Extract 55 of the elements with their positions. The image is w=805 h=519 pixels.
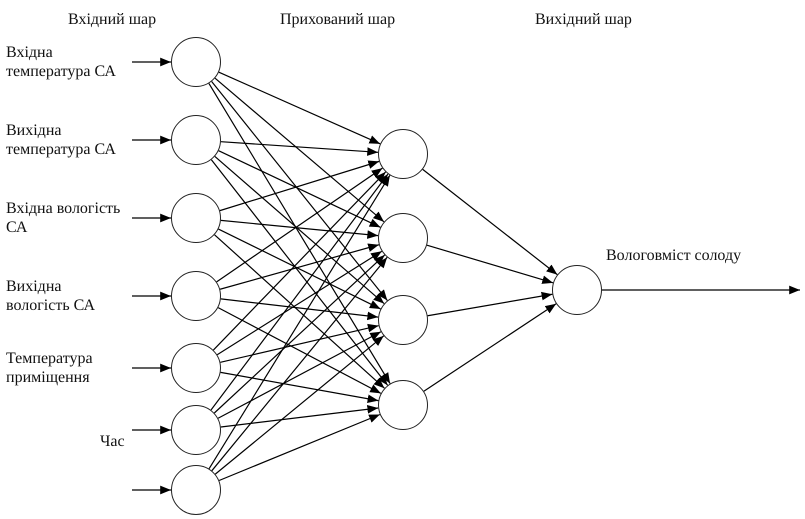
arrow bbox=[426, 244, 554, 284]
arrow bbox=[220, 372, 378, 403]
arrow bbox=[220, 298, 378, 320]
neuron-circle bbox=[378, 380, 428, 430]
layer-heading: Вхідний шар bbox=[68, 10, 156, 29]
arrow bbox=[422, 168, 558, 276]
arrow bbox=[220, 141, 378, 156]
arrow bbox=[428, 292, 552, 316]
neuron-circle bbox=[171, 193, 221, 243]
layer-heading: Прихований шар bbox=[280, 10, 396, 29]
arrow bbox=[218, 150, 381, 228]
neuron-circle bbox=[171, 37, 221, 87]
arrow bbox=[220, 324, 379, 363]
neuron-circle bbox=[171, 115, 221, 165]
neuron-circle bbox=[171, 271, 221, 321]
arrow bbox=[210, 159, 388, 386]
arrow bbox=[210, 174, 388, 410]
arrow bbox=[132, 364, 171, 372]
neuron-circle bbox=[378, 213, 428, 263]
arrow bbox=[216, 168, 383, 282]
arrow bbox=[132, 136, 171, 144]
arrow bbox=[216, 250, 382, 356]
layer-heading: Вихідний шар bbox=[535, 10, 632, 29]
arrow bbox=[220, 160, 380, 212]
arrow bbox=[132, 58, 171, 66]
arrow bbox=[132, 426, 171, 434]
arrow bbox=[214, 254, 386, 414]
arrow bbox=[424, 303, 556, 392]
neuron-circle bbox=[378, 129, 428, 179]
arrow bbox=[132, 214, 171, 222]
arrow bbox=[211, 256, 388, 472]
arrow bbox=[132, 292, 171, 300]
arrow bbox=[214, 78, 384, 222]
arrow bbox=[218, 414, 380, 482]
arrow bbox=[214, 335, 384, 475]
arrow bbox=[211, 81, 388, 301]
arrow bbox=[220, 244, 380, 290]
neuron-circle bbox=[378, 295, 428, 345]
arrow bbox=[602, 286, 800, 294]
arrow bbox=[208, 83, 391, 384]
arrow bbox=[220, 220, 378, 239]
arrow bbox=[214, 234, 385, 389]
arrow bbox=[218, 331, 382, 419]
arrow bbox=[218, 72, 380, 144]
arrow bbox=[208, 174, 390, 470]
arrow bbox=[218, 307, 382, 394]
neuron-circle bbox=[171, 343, 221, 393]
neuron-circle bbox=[171, 405, 221, 455]
arrow bbox=[214, 156, 385, 304]
arrow bbox=[212, 172, 386, 350]
arrow bbox=[218, 228, 381, 310]
neuron-circle bbox=[552, 265, 602, 315]
arrow bbox=[132, 486, 171, 494]
arrow bbox=[220, 405, 378, 428]
neuron-circle bbox=[171, 465, 221, 515]
